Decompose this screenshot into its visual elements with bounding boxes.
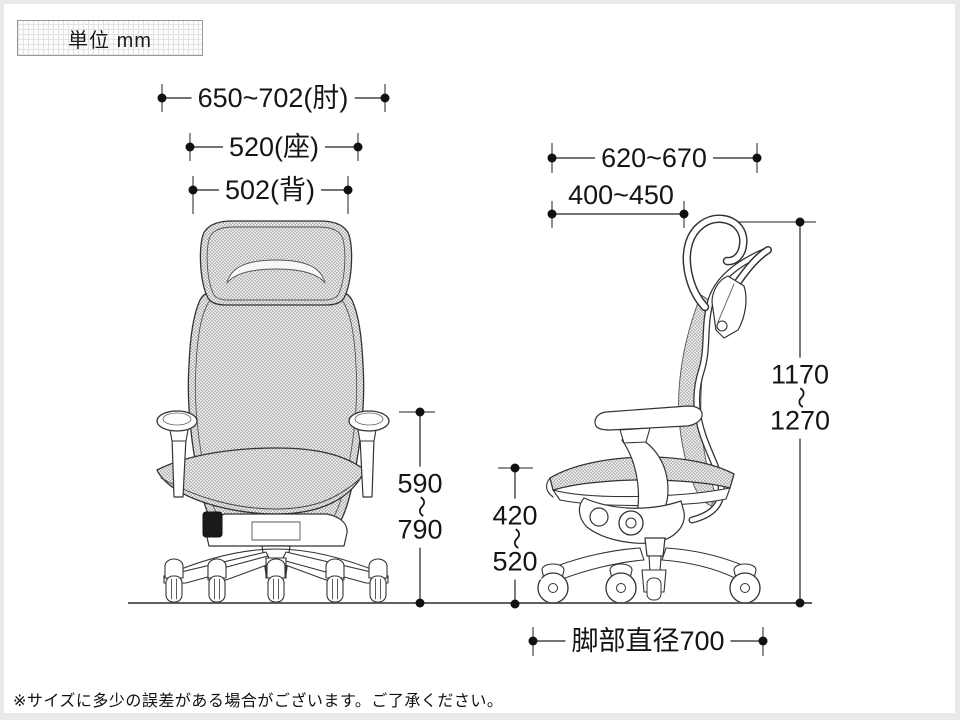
unit-label: 単位 mm <box>68 29 152 52</box>
dim-value-min: 1170 <box>770 359 830 390</box>
side-bracket-pivot <box>716 320 728 332</box>
dim-seat-width-label: 520(座) <box>222 132 326 161</box>
side-armrest-underbracket <box>619 427 651 444</box>
side-headrest <box>682 214 748 312</box>
caster <box>537 563 569 604</box>
caster <box>605 563 637 604</box>
front-mechanism <box>205 513 348 547</box>
front-armrest-right <box>348 410 390 498</box>
caster <box>729 563 761 604</box>
caster <box>207 558 227 603</box>
range-tilde: 〜 <box>407 495 433 519</box>
chair-side-drawing <box>537 214 772 604</box>
dim-seat-depth-line <box>547 201 689 228</box>
chair-front-drawing <box>156 220 390 603</box>
front-headrest-inner-outline <box>206 226 346 301</box>
dim-elbow-width-label: 650~702(肘) <box>191 83 355 112</box>
front-headrest-handle <box>226 259 326 284</box>
range-tilde: 〜 <box>788 386 813 410</box>
side-gas-column <box>644 537 666 557</box>
dim-total-height-label: 1170 〜 1270 <box>765 357 835 439</box>
dim-seat-height-label: 420 〜 520 <box>488 498 542 580</box>
front-mechanism-detail <box>251 521 301 541</box>
dim-base-diameter-label: 脚部直径700 <box>565 626 731 655</box>
side-casters <box>537 563 761 604</box>
dim-value-max: 1270 <box>769 406 831 436</box>
caster <box>164 558 184 603</box>
front-lumbar-knob <box>202 511 223 538</box>
dim-back-width-label: 502(背) <box>218 175 322 204</box>
front-seat-rim <box>160 477 362 510</box>
caster <box>266 558 286 603</box>
side-armrest-pad <box>594 405 703 431</box>
caster <box>368 558 388 603</box>
dim-value-max: 790 <box>397 515 443 545</box>
dimension-lines <box>157 84 816 656</box>
side-adjust-knob-hub <box>625 517 637 529</box>
caster <box>325 558 345 603</box>
side-lever-knob <box>589 507 609 527</box>
front-casters <box>164 558 388 603</box>
unit-box: 単位 mm <box>17 20 203 56</box>
dim-value-max: 520 <box>492 547 538 577</box>
dim-armrest-height-label: 590 〜 790 <box>393 466 447 548</box>
range-tilde: 〜 <box>502 527 528 551</box>
dim-value-min: 420 <box>492 500 538 531</box>
dim-total-depth-label: 620~670 <box>595 143 713 172</box>
side-seat-nose <box>546 477 554 498</box>
side-headrest-bracket <box>711 275 747 339</box>
side-bracket-detail <box>717 283 735 323</box>
dim-value-min: 590 <box>397 468 443 499</box>
side-front-wheel <box>646 577 662 601</box>
front-armrest-left <box>156 410 198 498</box>
size-disclaimer: ※サイズに多少の誤差がある場合がございます。ご了承ください。 <box>13 693 504 710</box>
dim-seat-depth-label: 400~450 <box>568 179 674 210</box>
